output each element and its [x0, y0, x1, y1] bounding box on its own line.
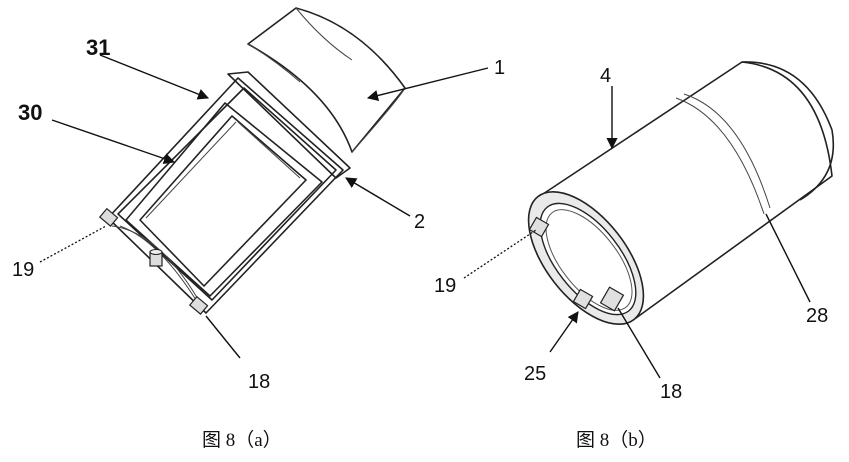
frame-assembly [100, 72, 350, 314]
label-30: 30 [18, 100, 42, 125]
leader-2 [346, 178, 410, 216]
label-19b: 19 [434, 275, 456, 297]
label-18a: 18 [248, 371, 270, 393]
leader-18a [206, 316, 240, 358]
label-2: 2 [414, 211, 425, 233]
leader-1 [368, 68, 488, 98]
leader-18b [618, 308, 660, 378]
caption-b: 图 8（b） [576, 429, 657, 451]
label-28: 28 [806, 305, 828, 327]
leader-28 [766, 214, 810, 302]
figure-b-drawing: 4 19 25 18 28 图 8（b） [434, 62, 833, 451]
label-31: 31 [86, 35, 110, 60]
caption-a: 图 8（a） [202, 429, 282, 451]
figure-a-drawing: 31 30 1 2 19 18 图 8（a） [12, 8, 505, 451]
leader-31 [100, 55, 208, 98]
label-25: 25 [524, 363, 546, 385]
leader-25 [550, 312, 578, 352]
label-4: 4 [600, 65, 611, 87]
part-1-sleeve [248, 8, 405, 152]
label-18b: 18 [660, 381, 682, 403]
pin-25a [150, 250, 162, 267]
leader-19a [40, 226, 106, 262]
label-19a: 19 [12, 259, 34, 281]
leader-19b [464, 230, 536, 278]
part-4-cylinder [506, 62, 833, 344]
leader-30 [52, 120, 174, 162]
label-1: 1 [494, 57, 505, 79]
